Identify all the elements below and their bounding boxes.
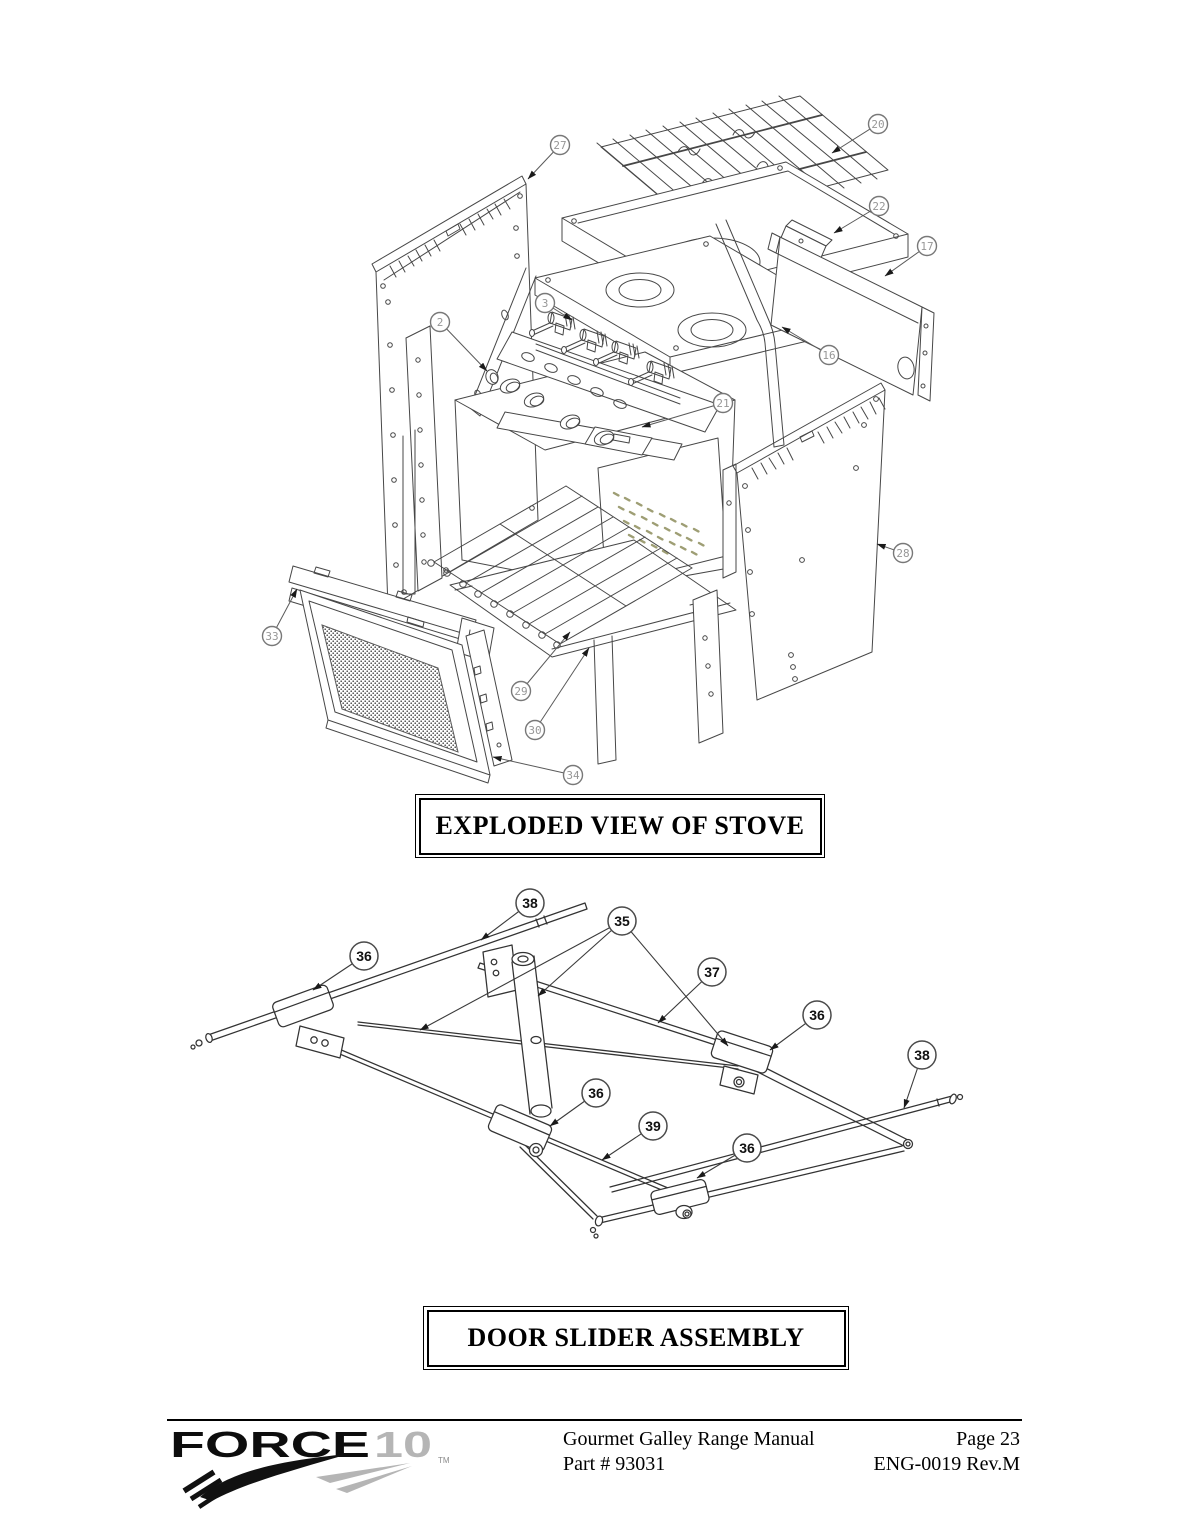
callout-35: 35 — [607, 906, 637, 936]
slider-callouts: 38 35 36 37 36 38 36 39 36 — [349, 888, 937, 1163]
oven-box-holes — [415, 357, 427, 565]
force10-logo-art: FORCE 10 TM — [170, 1427, 450, 1509]
svg-text:36: 36 — [809, 1007, 825, 1023]
callout-38-right: 38 — [907, 1040, 937, 1070]
svg-text:21: 21 — [716, 397, 729, 410]
callout-3: 3 — [534, 292, 556, 314]
manual-title: Gourmet Galley Range Manual — [563, 1428, 815, 1450]
svg-text:38: 38 — [522, 895, 538, 911]
gas-valve — [529, 311, 576, 337]
slider-center-block — [487, 1104, 553, 1158]
burner-knobs — [485, 369, 615, 446]
callout-36-bottom: 36 — [732, 1133, 762, 1163]
callout-20: 20 — [867, 113, 889, 135]
part-number: Part # 93031 — [563, 1453, 666, 1475]
callout-33: 33 — [261, 625, 283, 647]
callout-36-center: 36 — [581, 1078, 611, 1108]
left-panel-holes — [380, 193, 535, 595]
oven-rack — [427, 485, 693, 649]
callout-22: 22 — [868, 195, 890, 217]
right-side-panel — [593, 382, 886, 765]
svg-text:38: 38 — [914, 1047, 930, 1063]
door-mesh-screen — [321, 624, 459, 753]
svg-text:28: 28 — [896, 547, 909, 560]
svg-text:39: 39 — [645, 1118, 661, 1134]
callout-29: 29 — [510, 680, 532, 702]
logo-trademark: TM — [438, 1456, 450, 1465]
gas-valve — [593, 340, 640, 366]
callout-30: 30 — [524, 719, 546, 741]
svg-text:16: 16 — [822, 349, 835, 362]
logo-force-text: FORCE — [170, 1427, 370, 1465]
door-slider-drawing: 38 35 36 37 36 38 36 39 36 — [190, 888, 964, 1239]
rear-support-bracket — [767, 232, 935, 402]
stove-callouts: 27 20 22 17 2 3 16 21 28 33 29 30 34 — [261, 113, 938, 786]
svg-text:22: 22 — [872, 200, 885, 213]
slider-leader-lines — [312, 902, 923, 1179]
gas-valve — [561, 328, 608, 354]
slider-right-block — [710, 1030, 774, 1095]
svg-text:27: 27 — [553, 139, 566, 152]
callout-2: 2 — [429, 311, 451, 333]
burner-grate — [596, 95, 889, 227]
gas-valves — [529, 311, 681, 405]
gas-valve — [628, 360, 675, 386]
svg-text:36: 36 — [588, 1085, 604, 1101]
footer-center-column: Gourmet Galley Range Manual Part # 93031 — [563, 1427, 893, 1477]
svg-text:37: 37 — [704, 964, 720, 980]
page-number: Page 23 — [956, 1428, 1020, 1450]
force10-logo: FORCE 10 TM — [166, 1427, 456, 1519]
door-side-frame — [465, 629, 513, 767]
svg-text:2: 2 — [437, 316, 444, 329]
callout-36-left: 36 — [349, 941, 379, 971]
stove-title: EXPLODED VIEW OF STOVE — [435, 811, 805, 840]
callout-17: 17 — [916, 235, 938, 257]
callout-36-right: 36 — [802, 1000, 832, 1030]
svg-text:34: 34 — [566, 769, 580, 782]
stove-exploded-drawing: 27 20 22 17 2 3 16 21 28 33 29 30 34 — [261, 95, 938, 786]
callout-38-top: 38 — [515, 888, 545, 918]
logo-swoosh — [182, 1454, 412, 1509]
footer-divider — [167, 1419, 1022, 1421]
svg-text:20: 20 — [871, 118, 884, 131]
svg-text:29: 29 — [514, 685, 527, 698]
slider-title-box: DOOR SLIDER ASSEMBLY — [423, 1306, 849, 1370]
center-link-bar — [482, 944, 553, 1118]
svg-text:36: 36 — [356, 948, 372, 964]
callout-37: 37 — [697, 957, 727, 987]
svg-text:17: 17 — [920, 240, 933, 253]
callout-27: 27 — [549, 134, 571, 156]
footer-right-column: Page 23 ENG-0019 Rev.M — [770, 1427, 1020, 1477]
slider-bottom-block — [650, 1179, 710, 1220]
callout-28: 28 — [892, 542, 914, 564]
svg-text:35: 35 — [614, 913, 630, 929]
logo-ten-text: 10 — [374, 1427, 432, 1465]
callout-39: 39 — [638, 1111, 668, 1141]
gas-tube — [715, 219, 785, 448]
slider-rods — [190, 902, 964, 1239]
oven-door-assembly — [288, 565, 513, 784]
stove-title-box: EXPLODED VIEW OF STOVE — [415, 794, 825, 858]
document-code: ENG-0019 Rev.M — [873, 1453, 1020, 1475]
callout-34: 34 — [562, 764, 584, 786]
svg-text:33: 33 — [265, 630, 278, 643]
svg-text:3: 3 — [542, 297, 549, 310]
callout-21: 21 — [712, 392, 734, 414]
svg-text:30: 30 — [528, 724, 541, 737]
right-panel-holes — [742, 396, 879, 682]
callout-16: 16 — [818, 344, 840, 366]
svg-text:36: 36 — [739, 1140, 755, 1156]
slider-title: DOOR SLIDER ASSEMBLY — [467, 1323, 805, 1352]
slider-left-block — [272, 984, 345, 1059]
